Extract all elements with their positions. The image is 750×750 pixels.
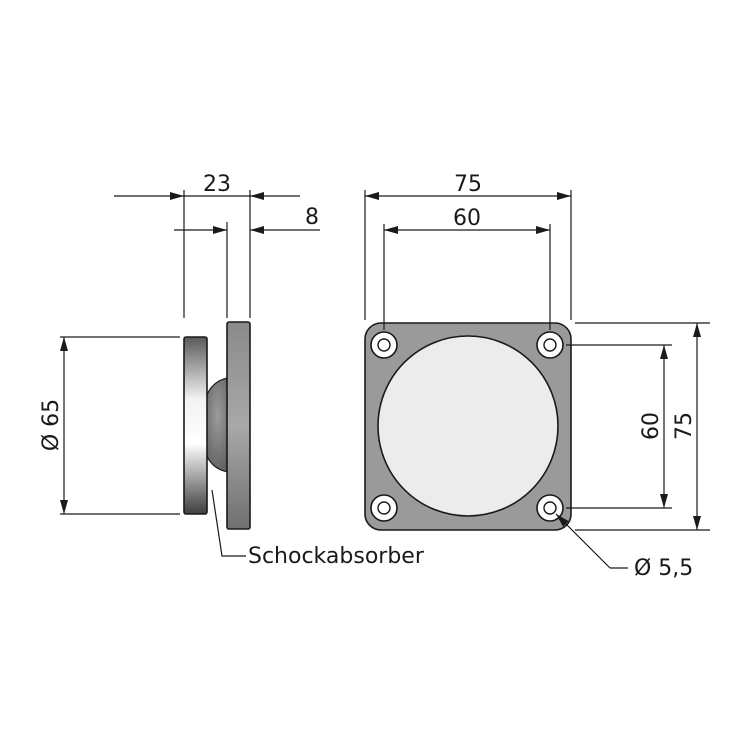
dimension-label-hole-diameter: Ø 5,5 [634, 556, 693, 581]
mounting-plate-side [226, 321, 251, 530]
mounting-hole-top-right [536, 331, 564, 359]
hole-callout-leader [555, 513, 611, 569]
dimension-label-75-height: 75 [672, 412, 697, 440]
callout-label-schockabsorber: Schockabsorber [248, 544, 425, 569]
dimension-label-dia65: Ø 65 [39, 399, 64, 451]
bumper-disc-side [183, 336, 208, 515]
dimension-label-75-width: 75 [454, 172, 482, 197]
dimension-label-60-height: 60 [639, 412, 664, 440]
mounting-hole-bottom-left [370, 494, 398, 522]
dimension-label-23: 23 [203, 172, 231, 197]
bumper-disc-front [377, 335, 559, 517]
dimension-label-8: 8 [305, 205, 319, 230]
side-view: 23 8 Ø 65 Schockabsorber [39, 172, 425, 569]
dimension-label-60-width: 60 [453, 206, 481, 231]
front-view: 75 60 60 75 Ø 5,5 [364, 172, 710, 581]
callout-leader-line [211, 489, 246, 557]
mounting-hole-top-left [370, 331, 398, 359]
